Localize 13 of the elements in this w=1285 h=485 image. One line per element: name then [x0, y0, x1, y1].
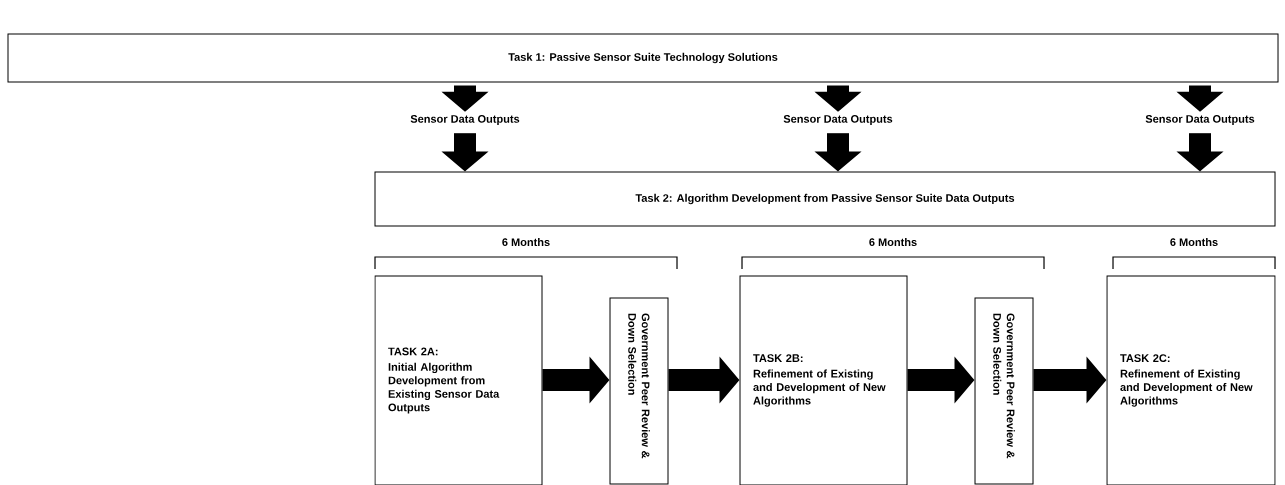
output-label: Sensor Data Outputs: [1145, 115, 1255, 125]
task-box: TASK 2C: Refinement of Existing and Development of New Algorithms: [1106, 275, 1276, 485]
review-box: Government Peer Review & Down Selection: [609, 297, 669, 485]
duration-label: 6 Months: [1170, 237, 1218, 247]
task-box: TASK 2B: Refinement of Existing and Development of New Algorithms: [739, 275, 908, 485]
task-box: Task 1: Passive Sensor Suite Technology Solutions: [7, 33, 1279, 83]
output-label: Sensor Data Outputs: [783, 115, 893, 125]
task-box: Task 2: Algorithm Development from Passive Sensor Suite Data Outputs: [374, 171, 1276, 227]
duration-label: 6 Months: [502, 237, 550, 247]
duration-label: 6 Months: [869, 237, 917, 247]
output-label: Sensor Data Outputs: [410, 115, 520, 125]
task-box: TASK 2A: Initial Algorithm Development from Existing Sensor Data Outputs: [374, 275, 543, 485]
review-box: Government Peer Review & Down Selection: [974, 297, 1034, 485]
